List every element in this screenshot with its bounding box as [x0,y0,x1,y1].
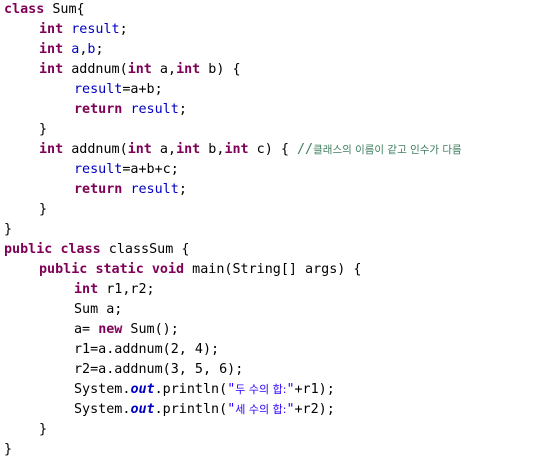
comment-token: // [297,142,314,157]
code-token: Sum{ [44,2,85,17]
field-token: result [74,162,123,177]
code-token: a= [74,322,99,337]
code-line[interactable]: r1=a.addnum(2, 4); [74,340,219,360]
code-token: classSum { [100,242,190,257]
code-token: addnum( [63,142,128,157]
code-line[interactable]: int addnum(int a,int b,int c) { //클래스의 이… [39,140,462,160]
keyword-token: return [74,102,123,117]
field-token: a [71,42,80,57]
code-token: =a+b; [122,82,163,97]
keyword-token: int [127,142,152,157]
keyword-token: int [39,22,64,37]
code-line[interactable]: a= new Sum(); [74,320,179,340]
static-field-token: out [130,402,155,417]
code-line[interactable]: } [4,220,12,240]
field-token: result [71,22,120,37]
keyword-token: int [39,142,64,157]
code-line[interactable]: return result; [74,100,187,120]
keyword-token: void [151,262,185,277]
code-token: +r1); [294,382,335,397]
code-token [144,262,152,277]
code-line[interactable]: int a,b; [39,40,104,60]
code-token: .println( [154,402,228,417]
keyword-token: int [127,62,152,77]
code-line[interactable]: } [39,200,47,220]
static-field-token: out [130,382,155,397]
code-token: ; [119,22,128,37]
keyword-token: class [60,242,101,257]
code-token: } [4,222,13,237]
code-token: System. [74,402,131,417]
code-token: b) { [200,62,241,77]
field-token: b [87,42,96,57]
keyword-token: new [98,322,123,337]
code-line[interactable]: result=a+b; [74,80,163,100]
string-token: " [227,382,236,397]
code-token: , [79,42,88,57]
code-token: } [4,442,13,457]
code-line[interactable]: return result; [74,180,187,200]
keyword-token: int [74,282,99,297]
code-token: Sum a; [74,302,123,317]
code-line[interactable]: public static void main(String[] args) { [39,260,362,280]
keyword-token: int [176,142,201,157]
code-line[interactable]: } [39,120,47,140]
code-line[interactable]: } [39,420,47,440]
code-line[interactable]: int result; [39,20,128,40]
code-token: main(String[] args) { [184,262,362,277]
string-token: " [286,382,295,397]
keyword-token: public [4,242,53,257]
keyword-token: int [176,62,201,77]
code-token: =a+b+c; [122,162,179,177]
string-token: 두 수의 합: [235,383,287,396]
code-line[interactable]: int addnum(int a,int b) { [39,60,241,80]
code-token: ; [95,42,104,57]
code-token: a, [151,62,177,77]
code-line[interactable]: int r1,r2; [74,280,155,300]
code-token: } [39,202,48,217]
code-token: c) { [248,142,297,157]
code-token: a, [151,142,177,157]
string-token: " [286,402,295,417]
code-token: b, [200,142,225,157]
code-token: Sum(); [122,322,179,337]
code-token: ; [178,102,187,117]
keyword-token: public [39,262,88,277]
code-line[interactable]: System.out.println("세 수의 합:"+r2); [74,400,335,420]
code-line[interactable]: } [4,440,12,460]
keyword-token: int [39,62,64,77]
code-line[interactable]: class Sum{ [4,0,85,20]
field-token: result [130,182,179,197]
string-token: 세 수의 합: [235,403,287,416]
keyword-token: return [74,182,123,197]
code-line[interactable]: public class classSum { [4,240,189,260]
keyword-token: int [224,142,249,157]
code-token: System. [74,382,131,397]
code-token: +r2); [294,402,335,417]
code-token: } [39,422,48,437]
keyword-token: static [95,262,144,277]
keyword-token: class [4,2,45,17]
comment-token: 클래스의 이름이 같고 인수가 다름 [313,144,462,156]
code-token: ; [178,182,187,197]
code-token: addnum( [63,62,128,77]
field-token: result [74,82,123,97]
code-token: } [39,122,48,137]
code-line[interactable]: Sum a; [74,300,122,320]
code-token: r2=a.addnum(3, 5, 6); [74,362,244,377]
field-token: result [130,102,179,117]
code-token: r1,r2; [98,282,155,297]
code-token: .println( [154,382,228,397]
code-line[interactable]: r2=a.addnum(3, 5, 6); [74,360,243,380]
code-token: r1=a.addnum(2, 4); [74,342,220,357]
code-line[interactable]: result=a+b+c; [74,160,179,180]
code-line[interactable]: System.out.println("두 수의 합:"+r1); [74,380,335,400]
string-token: " [227,402,236,417]
keyword-token: int [39,42,64,57]
